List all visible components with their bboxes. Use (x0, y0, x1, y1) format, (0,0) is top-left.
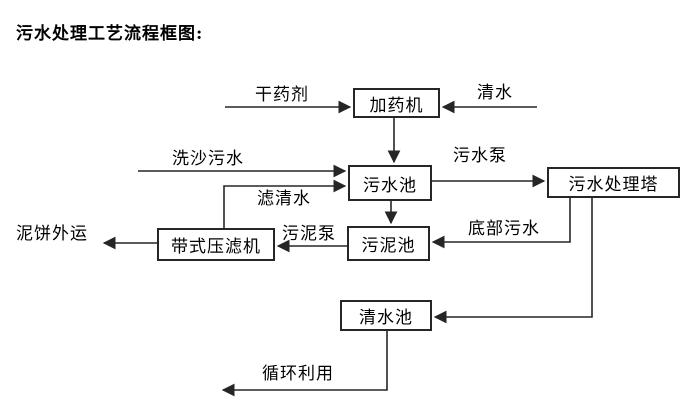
edge-label-bottom-sewage: 底部污水 (468, 219, 540, 239)
node-sludge-pool: 污泥池 (347, 226, 430, 261)
edge-label-sand-washing-sewage: 洗沙污水 (172, 149, 244, 169)
node-dosing-machine: 加药机 (353, 88, 440, 118)
arrow-tower-to-clean-water-pool (433, 198, 593, 324)
page-title: 污水处理工艺流程框图: (16, 24, 204, 44)
arrow-tower-bottom-sewage-to-sludge-pool (431, 198, 571, 249)
edge-label-clean-water: 清水 (477, 83, 513, 103)
edge-label-mud-cake-out: 泥饼外运 (16, 224, 88, 244)
arrow-filtered-water-belt-press-to-sewage-pool (223, 179, 347, 228)
node-treatment-tower: 污水处理塔 (547, 167, 680, 198)
edge-label-dry-chemical: 干药剂 (255, 85, 309, 105)
edge-label-sewage-pump: 污水泵 (453, 146, 507, 166)
node-belt-filter-press: 带式压滤机 (157, 228, 275, 261)
arrow-clean-water-pool-to-recycle (221, 331, 388, 397)
edge-label-sludge-pump: 污泥泵 (282, 224, 336, 244)
node-clean-water-pool: 清水池 (340, 300, 432, 331)
node-sewage-pool: 污水池 (348, 165, 432, 201)
edge-label-filtered-water: 滤清水 (257, 189, 311, 209)
edge-label-recycle: 循环利用 (262, 364, 334, 384)
